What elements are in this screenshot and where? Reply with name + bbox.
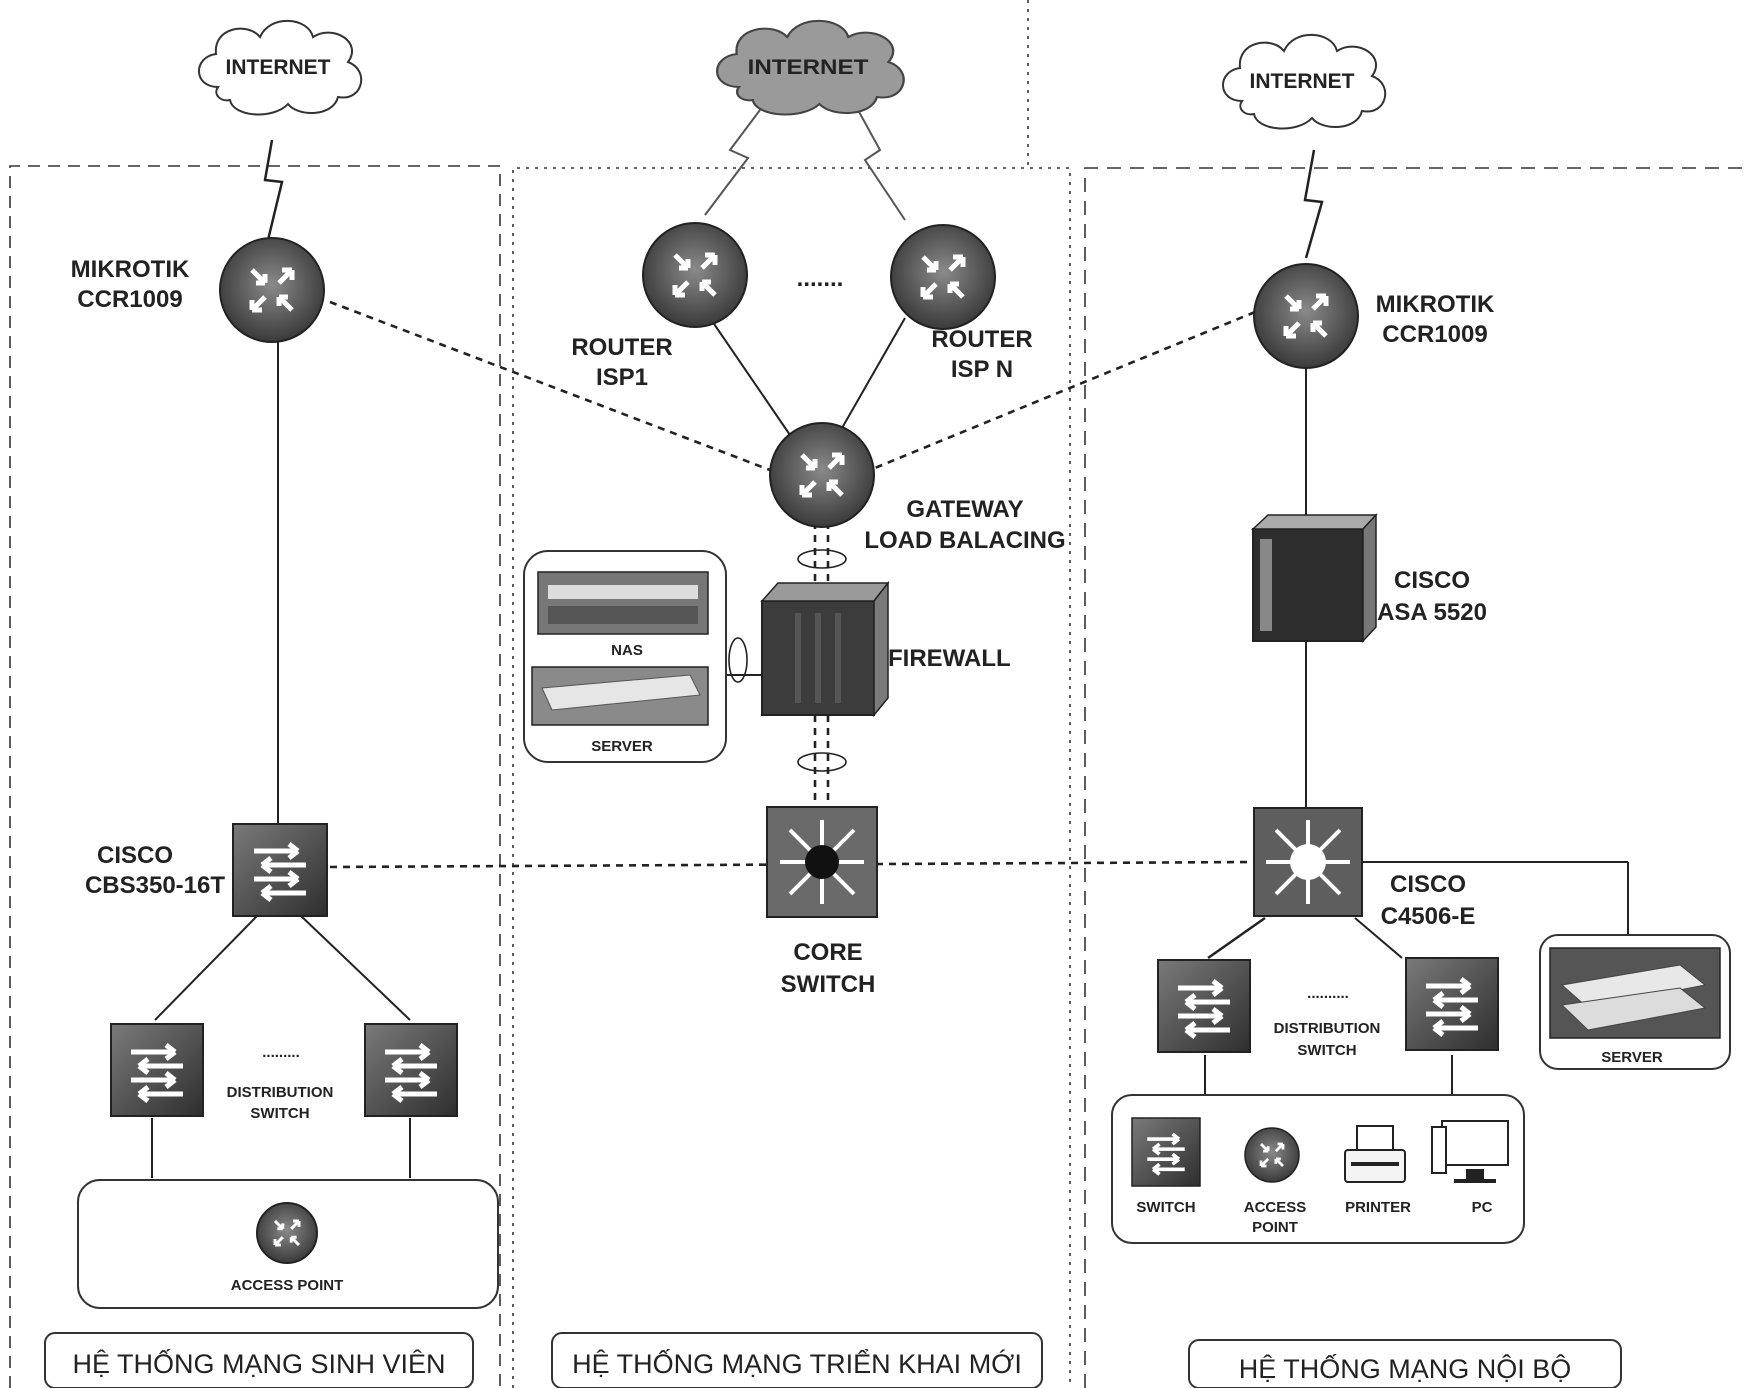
switch-icon-dist-right-2: [1405, 957, 1499, 1051]
new-network-labels: ROUTER ISP1 ....... ROUTER ISP N GATEWAY…: [571, 265, 1065, 998]
core-switch-line2: SWITCH: [781, 971, 876, 998]
server-label-new: SERVER: [591, 738, 653, 755]
internet-label-center: INTERNET: [748, 55, 869, 78]
router-icon-mikrotik-left: [219, 237, 325, 343]
internal-router-name: MIKROTIK: [1376, 291, 1495, 318]
internal-dist-dots: ..........: [1307, 985, 1349, 1002]
internal-router-model: CCR1009: [1382, 321, 1487, 348]
asa-icon: [1251, 513, 1378, 643]
student-labels: MIKROTIK CCR1009 CISCO CBS350-16T ......…: [71, 256, 334, 1122]
footer-student-label: HỆ THỐNG MẠNG SINH VIÊN: [72, 1347, 445, 1379]
router-ispn-line2: ISP N: [951, 356, 1013, 383]
student-switch-model: CBS350-16T: [85, 872, 225, 899]
router-isp1-line1: ROUTER: [571, 334, 672, 361]
region-borders: [9, 0, 1751, 1388]
footer-internal-label: HỆ THỐNG MẠNG NỘI BỘ: [1239, 1352, 1572, 1384]
device-printer-label: PRINTER: [1345, 1199, 1411, 1216]
wan-link-right: [1303, 149, 1324, 259]
internal-labels: MIKROTIK CCR1009 CISCO ASA 5520 CISCO C4…: [1274, 291, 1495, 1059]
footer-internal: HỆ THỐNG MẠNG NỘI BỘ: [1188, 1339, 1622, 1388]
asa-name: CISCO: [1394, 567, 1470, 594]
device-pc-label: PC: [1472, 1199, 1493, 1216]
internal-dist-label-1: DISTRIBUTION: [1274, 1020, 1381, 1037]
router-icon-mikrotik-right: [1253, 263, 1359, 369]
internet-label-right: INTERNET: [1250, 70, 1355, 93]
gateway-line1: GATEWAY: [906, 496, 1023, 523]
server-label-internal: SERVER: [1601, 1049, 1663, 1066]
router-isp1-line2: ISP1: [596, 364, 648, 391]
new-region-border: [512, 167, 1071, 1388]
internal-dist-label-2: SWITCH: [1297, 1042, 1356, 1059]
nas-icon: [537, 571, 709, 635]
access-point-box: ACCESS POINT: [77, 1179, 499, 1309]
server-icon: [531, 666, 709, 726]
core-switch-line1: CORE: [793, 939, 862, 966]
wan-link-isp1: [704, 109, 761, 216]
router-icon-gateway: [769, 422, 875, 528]
internal-region-border: [1084, 167, 1751, 1388]
device-ap-label-1: ACCESS: [1244, 1199, 1307, 1216]
internet-cloud-left: INTERNET: [197, 19, 363, 116]
links: [151, 109, 1629, 1178]
firewall-icon: [760, 580, 890, 718]
internet-label-left: INTERNET: [226, 56, 331, 79]
device-switch-icon: [1131, 1117, 1201, 1187]
student-dist-label-2: SWITCH: [250, 1105, 309, 1122]
student-region-border: [9, 165, 501, 1388]
nas-label: NAS: [611, 642, 643, 659]
internal-server-box: SERVER: [1539, 934, 1731, 1070]
end-device-box: SWITCH ACCESS POINT PRINTER PC: [1111, 1094, 1525, 1244]
switch-icon-dist-right-1: [1157, 959, 1251, 1053]
device-ap-icon: [1244, 1127, 1300, 1183]
storage-box: NAS SERVER: [523, 550, 727, 763]
student-dist-dots: .........: [262, 1044, 300, 1061]
wan-link-ispn: [857, 109, 906, 221]
asa-model: ASA 5520: [1377, 599, 1487, 626]
footer-student: HỆ THỐNG MẠNG SINH VIÊN: [44, 1332, 474, 1388]
internal-server-icon: [1549, 947, 1721, 1039]
internet-cloud-right: INTERNET: [1221, 33, 1387, 130]
router-icon-isp1: [642, 222, 748, 328]
device-ap-label-2: POINT: [1252, 1219, 1298, 1236]
student-dist-label-1: DISTRIBUTION: [227, 1084, 334, 1101]
access-point-icon: [256, 1202, 318, 1264]
wan-link-left: [263, 139, 284, 241]
switch-icon-cbs350: [232, 823, 328, 917]
footer-new: HỆ THỐNG MẠNG TRIỂN KHAI MỚI: [551, 1332, 1043, 1388]
switch-icon-dist-left-1: [110, 1023, 204, 1117]
core-switch-icon: [766, 806, 878, 918]
core-switch-icon-c4506: [1253, 807, 1363, 917]
pc-icon: [1431, 1120, 1509, 1183]
device-switch-label: SWITCH: [1136, 1199, 1195, 1216]
student-switch-name: CISCO: [97, 842, 173, 869]
access-point-label: ACCESS POINT: [231, 1277, 344, 1294]
gateway-line2: LOAD BALACING: [864, 527, 1065, 554]
switch-icon-dist-left-2: [364, 1023, 458, 1117]
c4506-name: CISCO: [1390, 871, 1466, 898]
router-ispn-line1: ROUTER: [931, 326, 1032, 353]
c4506-model: C4506-E: [1381, 903, 1476, 930]
router-icon-ispn: [890, 224, 996, 330]
student-router-name: MIKROTIK: [71, 256, 190, 283]
printer-icon: [1344, 1125, 1406, 1183]
firewall-label: FIREWALL: [888, 645, 1011, 672]
internet-cloud-center: INTERNET: [715, 19, 905, 116]
routers-ellipsis: .......: [797, 265, 844, 292]
footer-new-label: HỆ THỐNG MẠNG TRIỂN KHAI MỚI: [572, 1347, 1022, 1379]
student-router-model: CCR1009: [77, 286, 182, 313]
